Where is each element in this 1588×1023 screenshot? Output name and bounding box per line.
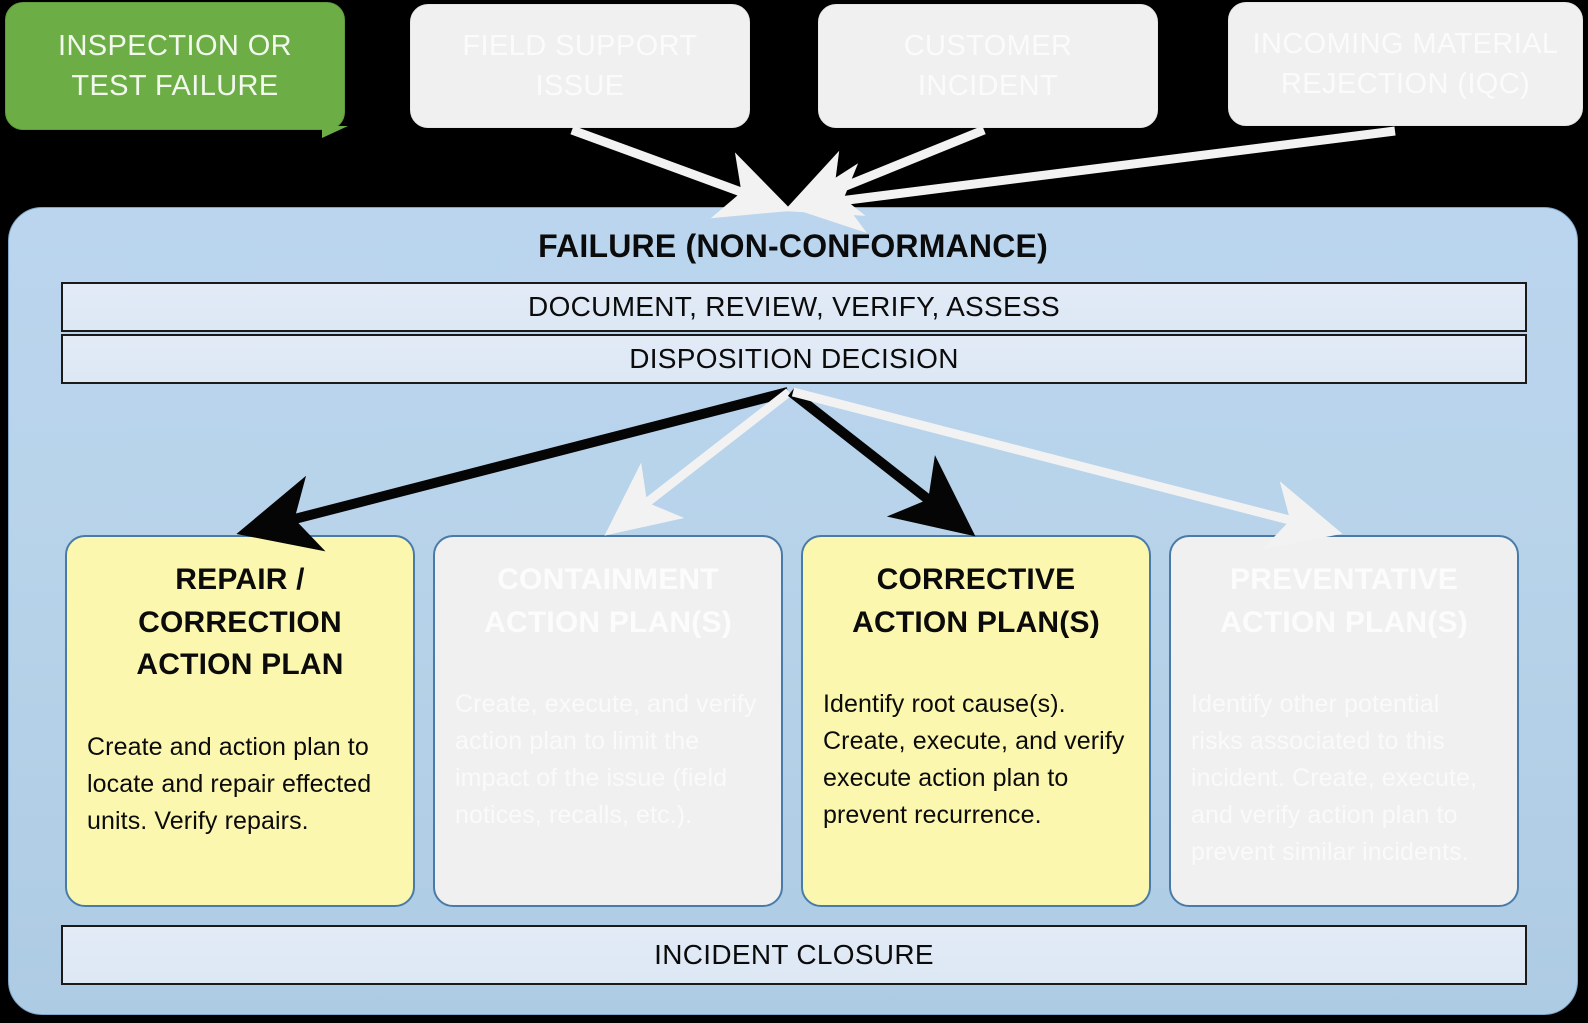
plan-card-body: Identify other potential risks associate… xyxy=(1191,690,1478,867)
source-box-label: FIELD SUPPORT ISSUE xyxy=(462,29,698,102)
plan-card-corrective-action-plan[interactable]: CORRECTIVE ACTION PLAN(S) Identify root … xyxy=(801,535,1151,907)
stage-bar-document-review-verify-assess[interactable]: DOCUMENT, REVIEW, VERIFY, ASSESS xyxy=(61,282,1527,332)
plan-card-body: Create, execute, and verify action plan … xyxy=(455,690,757,830)
stage-bar-disposition-decision[interactable]: DISPOSITION DECISION xyxy=(61,334,1527,384)
source-box-incoming-material-rejection[interactable]: INCOMING MATERIAL REJECTION (IQC) xyxy=(1228,2,1583,126)
stage-bar-label: INCIDENT CLOSURE xyxy=(654,939,934,970)
plan-card-preventative-action-plan[interactable]: PREVENTATIVE ACTION PLAN(S) Identify oth… xyxy=(1169,535,1519,907)
plan-card-title: CORRECTIVE ACTION PLAN(S) xyxy=(852,563,1100,639)
arrow-customer-incident-to-failure xyxy=(783,125,986,216)
stage-bar-label: DOCUMENT, REVIEW, VERIFY, ASSESS xyxy=(528,291,1060,322)
plan-card-body: Identify root cause(s). Create, execute,… xyxy=(823,690,1125,830)
stage-bar-label: DISPOSITION DECISION xyxy=(629,343,959,374)
callout-tail-inspection xyxy=(322,126,348,138)
arrow-incoming-material-to-failure xyxy=(789,126,1396,233)
page-title: FAILURE (NON-CONFORMANCE) xyxy=(538,228,1048,264)
source-box-label: INCOMING MATERIAL REJECTION (IQC) xyxy=(1252,27,1559,100)
failure-process-container: FAILURE (NON-CONFORMANCE) DOCUMENT, REVI… xyxy=(8,207,1578,1015)
arrow-field-support-to-failure xyxy=(570,125,793,219)
stage-bar-incident-closure[interactable]: INCIDENT CLOSURE xyxy=(61,925,1527,985)
source-box-customer-incident[interactable]: CUSTOMER INCIDENT xyxy=(818,4,1158,128)
plan-card-body: Create and action plan to locate and rep… xyxy=(87,732,372,835)
source-box-inspection-or-test-failure[interactable]: INSPECTION OR TEST FAILURE xyxy=(5,2,345,130)
plan-card-repair-correction-action-plan[interactable]: REPAIR / CORRECTION ACTION PLAN Create a… xyxy=(65,535,415,907)
plan-card-title: REPAIR / CORRECTION ACTION PLAN xyxy=(136,563,344,682)
source-box-label: INSPECTION OR TEST FAILURE xyxy=(58,29,292,102)
plan-card-title: CONTAINMENT ACTION PLAN(S) xyxy=(484,563,732,639)
plan-card-title: PREVENTATIVE ACTION PLAN(S) xyxy=(1220,563,1468,639)
source-box-label: CUSTOMER INCIDENT xyxy=(903,29,1073,102)
source-box-field-support-issue[interactable]: FIELD SUPPORT ISSUE xyxy=(410,4,750,128)
plan-card-containment-action-plan[interactable]: CONTAINMENT ACTION PLAN(S) Create, execu… xyxy=(433,535,783,907)
